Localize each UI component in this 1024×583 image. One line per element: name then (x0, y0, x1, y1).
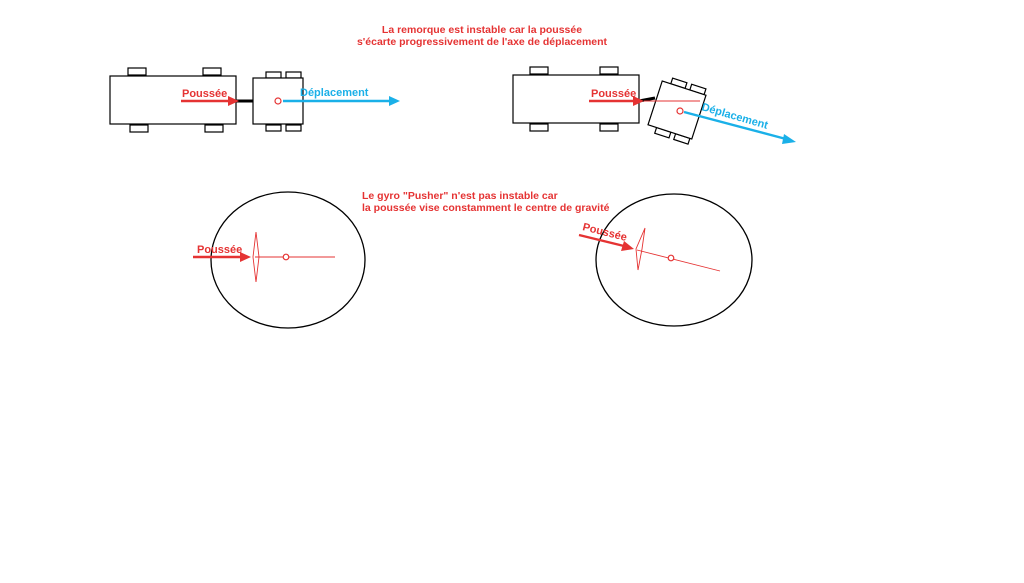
trailer-scene-straight: Poussée Déplacement (109, 67, 400, 133)
thrust-label: Poussée (182, 88, 227, 100)
propeller-blade (635, 227, 646, 271)
gyro-scene-deviated: Poussée (578, 193, 753, 327)
truck-wheel-bottom-left (529, 123, 549, 132)
displacement-label: Déplacement (300, 87, 369, 99)
thrust-arrow-head (633, 96, 644, 106)
displacement-arrow (683, 110, 787, 141)
center-of-gravity (676, 107, 684, 115)
gyro-disc (595, 193, 753, 327)
gyro-scene-straight: Poussée (193, 191, 366, 329)
thrust-arrow-head (240, 252, 251, 262)
trailer-wheel-top-left (265, 71, 282, 79)
displacement-arrow-head (389, 96, 400, 106)
trailer-caption-line-2: s'écarte progressivement de l'axe de dép… (357, 36, 608, 48)
thrust-arrow-head (228, 96, 239, 106)
gyro-axis-line (636, 249, 721, 272)
truck-wheel-bottom-right (599, 123, 619, 132)
truck-wheel-top-right (599, 66, 619, 75)
truck-wheel-top-left (529, 66, 549, 75)
displacement-arrow-head (782, 134, 796, 144)
truck-wheel-top-right (202, 67, 222, 76)
displacement-label: Déplacement (700, 101, 769, 132)
trailer-wheel-top-right (285, 71, 302, 79)
trailer-wheel-bottom-left (265, 124, 282, 132)
center-of-gravity (667, 254, 675, 262)
center-of-gravity (282, 253, 290, 261)
truck-wheel-top-left (127, 67, 147, 76)
thrust-arrow-head (621, 241, 634, 251)
thrust-label: Poussée (591, 88, 636, 100)
center-of-gravity (274, 97, 282, 105)
truck-wheel-bottom-right (204, 124, 224, 133)
propeller-blade (252, 231, 260, 283)
thrust-arrow (578, 233, 625, 248)
gyro-caption-line-2: la poussée vise constamment le centre de… (362, 202, 610, 214)
trailer-caption-line-1: La remorque est instable car la poussée (382, 24, 582, 36)
trailer-scene-deviated: Poussée Déplacement (512, 66, 796, 145)
gyro-caption-line-1: Le gyro "Pusher" n'est pas instable car (362, 190, 558, 202)
truck-wheel-bottom-left (129, 124, 149, 133)
trailer-wheel-bottom-right (285, 124, 302, 132)
gyro-disc (210, 191, 366, 329)
thrust-label: Poussée (197, 244, 242, 256)
truck-body (512, 74, 640, 124)
